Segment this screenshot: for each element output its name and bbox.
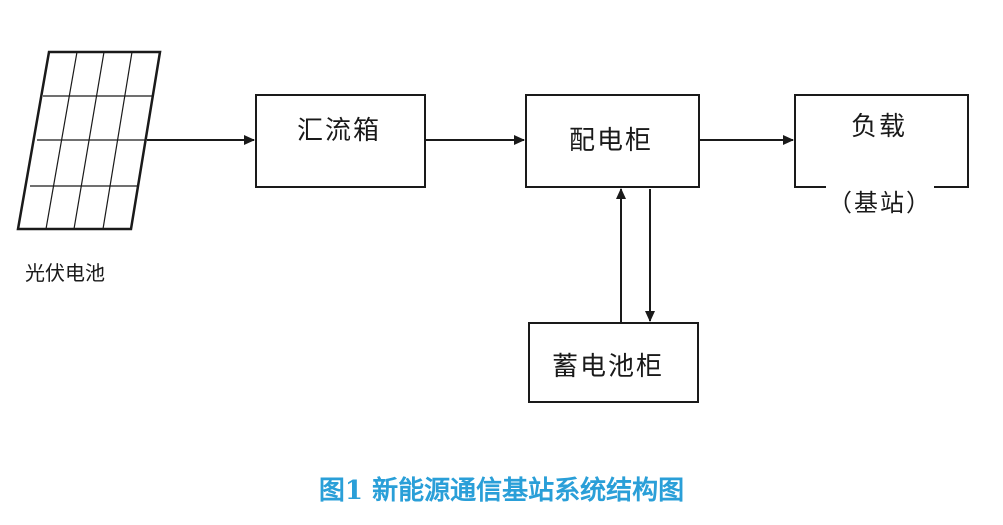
- distribution-cabinet-label: 配电柜: [569, 126, 654, 156]
- combiner-label: 汇流箱: [297, 116, 382, 146]
- battery-cabinet-label: 蓄电池柜: [552, 352, 665, 382]
- battery-cabinet-box: 蓄电池柜: [528, 322, 699, 403]
- load-label: 负载: [851, 112, 908, 142]
- load-box: 负载: [794, 94, 969, 188]
- figure-caption: 图1 新能源通信基站系统结构图: [318, 476, 685, 506]
- distribution-cabinet-box: 配电柜: [525, 94, 700, 188]
- solar-label: 光伏电池: [25, 261, 105, 285]
- load-sublabel: （基站）: [826, 183, 934, 218]
- combiner-box: 汇流箱: [255, 94, 426, 188]
- solar-panel-icon: [16, 50, 162, 231]
